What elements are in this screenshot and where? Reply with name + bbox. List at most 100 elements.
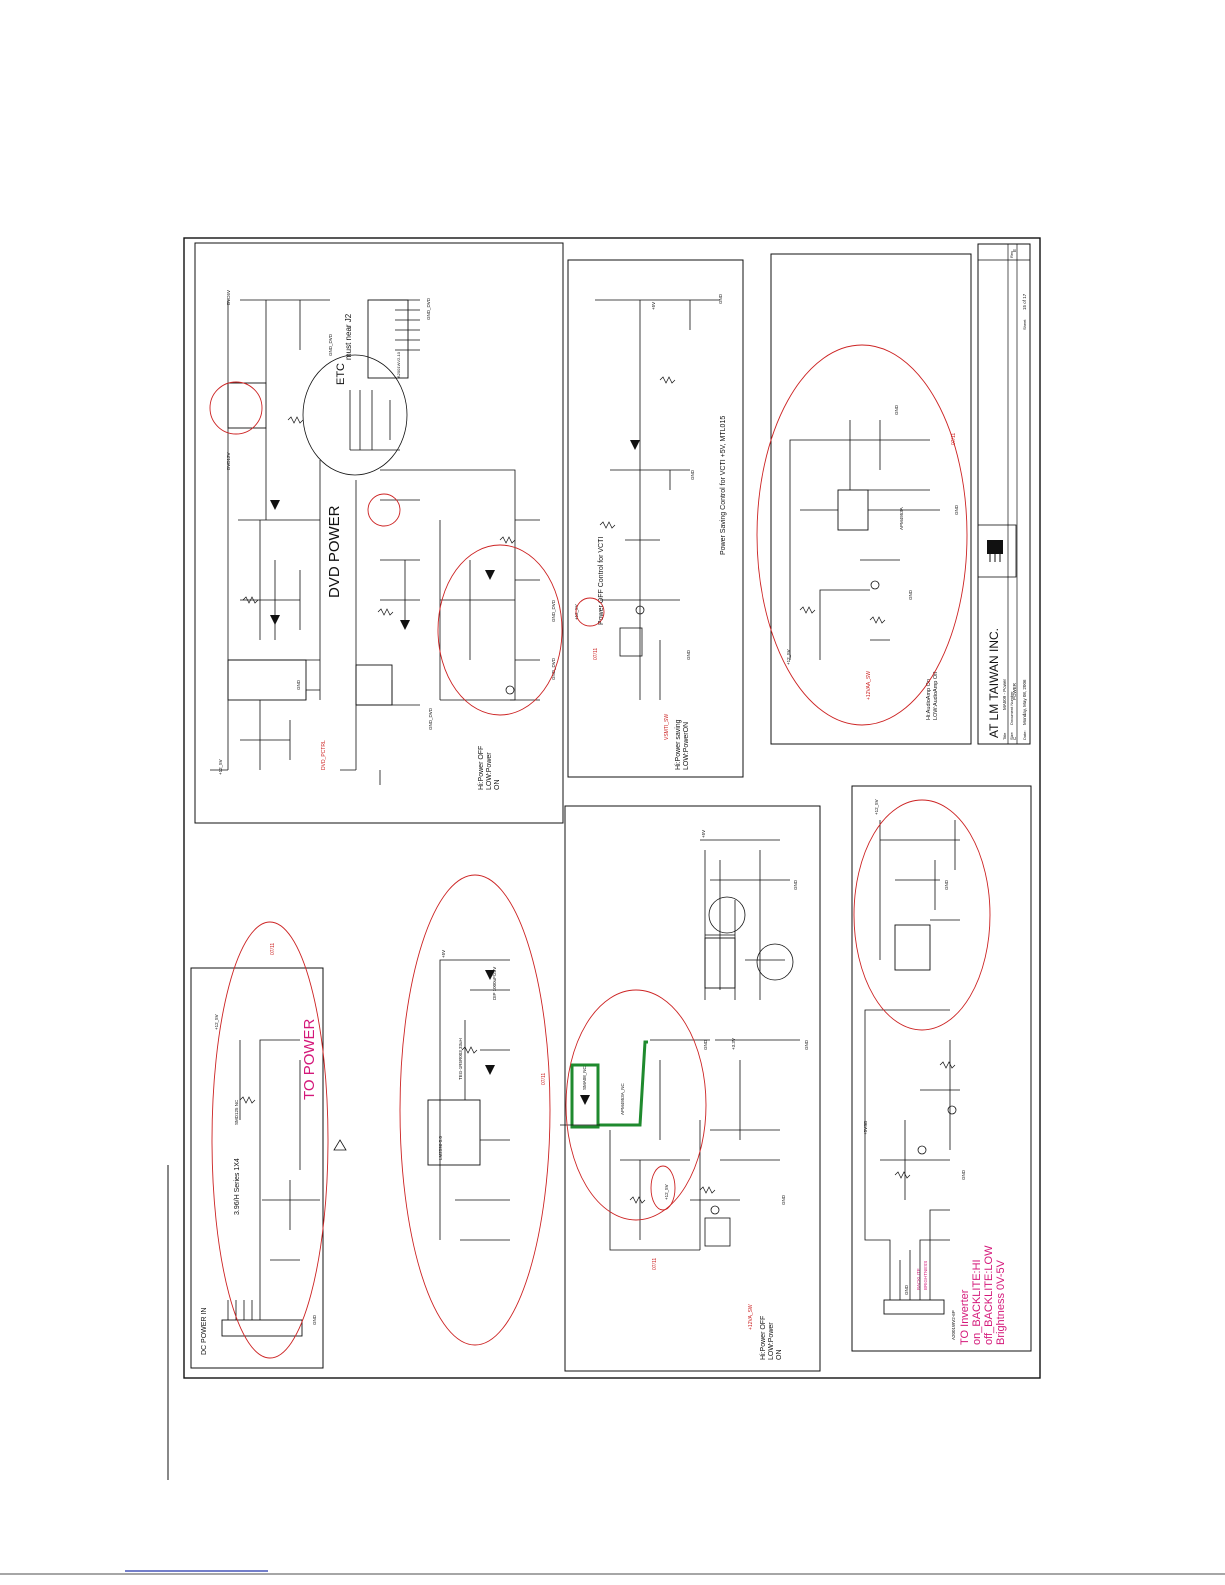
vcti-net-5v: +5V — [651, 302, 656, 310]
sheet-label: Sheet — [1022, 319, 1027, 330]
doc-label: Document Number — [1009, 691, 1014, 725]
vcc-net-33v: +3.3V — [731, 1038, 736, 1050]
mid-rev-mark: 07/11 — [541, 1073, 547, 1085]
vcc-highlight-label: SMA08_NC — [582, 1065, 587, 1090]
rev-label: Rev — [1009, 251, 1014, 258]
mid-net: +5V — [441, 950, 446, 958]
inverter-line3: off_BACKLITE:LOW — [983, 1245, 995, 1345]
dvd-reg-u1 — [227, 659, 307, 701]
vcc-hilow-3: ON — [776, 1350, 783, 1361]
vcc-hilow-2: LOW:Power — [768, 1322, 775, 1360]
size-value: C — [1012, 736, 1017, 740]
title-label: Title — [1002, 732, 1007, 740]
dvd-hilow-3: ON — [494, 780, 501, 791]
inverter-connector-j3 — [883, 1299, 945, 1315]
amp-net: +12VAA_SW — [866, 671, 872, 700]
mid-regulator: LM2596-5.0 TEG-1R5R003 33uH DIP 1000uF/2… — [399, 874, 551, 1346]
vcti-hilow-2: LOW:PowerON — [683, 722, 690, 770]
dvd-net-gnd-dvd-5: GND_DVD — [428, 707, 433, 730]
vcc-net-gnd-1: GND — [793, 879, 798, 890]
dvd-conn-label: A2001WV2-10 — [396, 351, 401, 378]
amp-line2: LOW:AudioAmp Off — [933, 671, 939, 720]
amp-marker-ellipse — [756, 344, 968, 726]
to-power-marker-ellipse — [211, 921, 329, 1359]
amp-net-gnd-3: GND — [954, 504, 959, 515]
vcc-cap-circle-1 — [708, 896, 746, 934]
vcti-net: VSMTI_SW — [664, 714, 670, 740]
dvd-etc: ETC — [335, 363, 347, 385]
vcti-subtitle: Power Saving Control for VCTI +5V, MTL01… — [720, 416, 727, 555]
dvd-power-panel: DVD POWER ETC must near J2 Hi:Power OFF … — [194, 242, 564, 824]
to-power-net-12v: +12_5V — [214, 1014, 219, 1030]
vcti-rev-mark: 07/11 — [593, 648, 599, 660]
title-value: MA509 - Power — [1002, 678, 1007, 710]
dvd-marker-ellipse-3 — [437, 544, 563, 716]
dvd-hilow-1: Hi:Power OFF — [478, 746, 485, 790]
mid-inductor-label: TEG-1R5R003 33uH — [458, 1038, 463, 1080]
vcti-net-gnd-3: GND — [686, 649, 691, 660]
amp-rev-mark: 07/11 — [951, 433, 957, 445]
inverter-net-5vsb: +5VSB — [863, 1121, 868, 1135]
vcti-net-12v: +12_5V — [574, 604, 579, 620]
vcti-net-gnd-2: GND — [690, 469, 695, 480]
sheet-value: 15 of 17 — [1022, 293, 1027, 310]
mid-chip-label: LM2596-5.0 — [438, 1135, 443, 1160]
dvd-ref: DVD_PCTRL — [321, 740, 327, 770]
inverter-conn-label: A2001WV2-6P — [951, 1310, 956, 1340]
inverter-net-gnd-1: GND — [904, 1284, 909, 1295]
dvd-reg-u2 — [227, 382, 267, 429]
rev-value: E — [1012, 249, 1017, 252]
dvd-connector-j2 — [367, 299, 409, 379]
inverter-net-gnd-3: GND — [961, 1169, 966, 1180]
amp-net-gnd-1: GND — [894, 404, 899, 415]
vcti-marker-circle — [575, 597, 605, 627]
to-power-rev-mark: 07/11 — [270, 943, 276, 955]
inverter-net-12v: +12_5V — [874, 799, 879, 815]
vcc-net-5v: +5V — [701, 830, 706, 838]
title-block: AT LM TAIWAN INC. Title MA509 - Power Si… — [977, 243, 1031, 745]
inverter-line1: TO Inverter — [959, 1289, 971, 1345]
dvd-marker-circle-2 — [367, 493, 401, 527]
amp-chip-label: APM4953A — [899, 507, 904, 530]
vcc-panel: Hi:Power OFF LOW:Power ON +12VA_SW SMA08… — [560, 805, 821, 1372]
vcc-net-12v: +12_5V — [664, 1184, 669, 1200]
vcc-net-gnd-3: GND — [804, 1039, 809, 1050]
title-company: AT LM TAIWAN INC. — [987, 628, 1001, 738]
doc-value: POWER — [1012, 682, 1017, 700]
dvd-net-12v: +12_5V — [218, 759, 223, 775]
vcc-highlight-line — [598, 1040, 648, 1127]
vcc-cap-circle-2 — [756, 943, 794, 981]
to-power-net-gnd: GND — [312, 1314, 317, 1325]
vcc-highlight-box — [570, 1063, 600, 1129]
inverter-sig2: BRIGHTNESS — [923, 1261, 928, 1290]
amp-chip — [837, 489, 869, 531]
amp-panel: Hi:AudioAmp On LOW:AudioAmp Off +12VAA_S… — [756, 253, 972, 745]
dvd-net-dvd12v: DVD12V — [226, 452, 231, 470]
size-label: Size — [1009, 731, 1014, 740]
vcc-reg-chip — [704, 937, 736, 989]
dvd-net-gnd-dvd-4: GND_DVD — [551, 657, 556, 680]
to-power-fuse: SMD125 NC — [234, 1099, 239, 1125]
vcc-net-gnd-2: GND — [703, 1039, 708, 1050]
part-footprint — [977, 524, 1017, 578]
vcc-chip-label: APM4953A_NC — [620, 1082, 625, 1115]
amp-title: Hi:AudioAmp On — [926, 679, 932, 720]
inverter-chip-u1 — [894, 924, 931, 971]
date-label: Date: — [1022, 730, 1027, 740]
amp-net-12v: +12_5V — [786, 649, 791, 665]
to-power-title: TO POWER — [301, 1018, 318, 1100]
dvd-etc-note: must near J2 — [344, 313, 353, 360]
to-power-conn: 3.96/H Series 1X4 — [234, 1158, 241, 1215]
to-power-connector-j1 — [221, 1319, 303, 1337]
vcti-panel: Power OFF Control for VCTI Power Saving … — [567, 259, 744, 778]
mid-chip — [427, 1099, 481, 1166]
to-power-dcin: DC POWER IN — [201, 1308, 208, 1355]
to-power-panel: TO POWER 3.96/H Series 1X4 DC POWER IN S… — [190, 921, 347, 1369]
dvd-net-dvd5v: DVD5V — [226, 290, 231, 305]
vcti-net-gnd-1: GND — [718, 293, 723, 304]
dvd-net-gnd-dvd-2: GND_DVD — [426, 297, 431, 320]
dvd-net-gnd-dvd-3: GND_DVD — [551, 599, 556, 622]
vcc-hilow-1: Hi:Power OFF — [760, 1316, 767, 1360]
dvd-reg-u3 — [355, 664, 393, 706]
